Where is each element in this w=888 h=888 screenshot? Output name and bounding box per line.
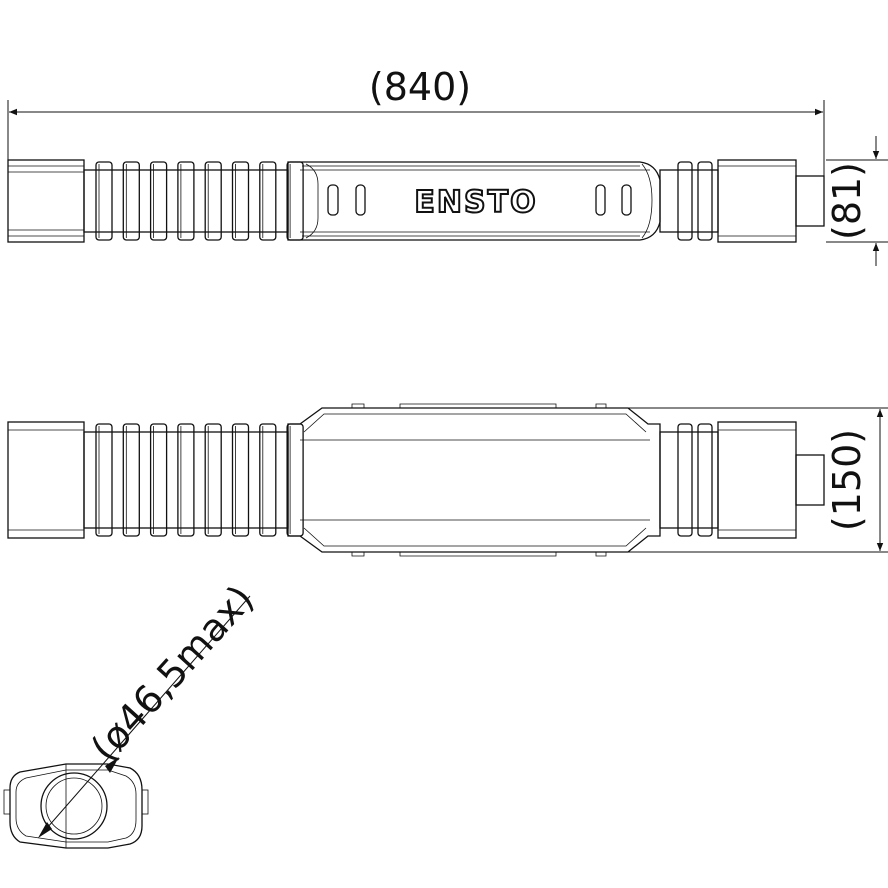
- rib: [286, 161, 304, 241]
- rib: [259, 423, 277, 537]
- width-dimension: (81): [825, 136, 888, 266]
- length-label: (840): [369, 65, 471, 109]
- top-ribs: [95, 161, 304, 241]
- width-label: (81): [825, 162, 869, 240]
- rib: [204, 161, 222, 241]
- rib: [259, 161, 277, 241]
- ensto-logo: ENSTO: [414, 185, 537, 220]
- rib: [177, 161, 195, 241]
- diameter-dimension: (ø46,5max): [38, 577, 262, 838]
- rib: [95, 423, 113, 537]
- rib: [122, 161, 140, 241]
- length-dimension: (840): [7, 65, 825, 176]
- rib: [95, 161, 113, 241]
- rib: [122, 423, 140, 537]
- side-ribs: [95, 423, 304, 537]
- end-view: [3, 763, 149, 849]
- rib: [204, 423, 222, 537]
- side-view: [7, 403, 825, 557]
- cable-opening: [40, 772, 108, 840]
- rib: [149, 423, 168, 537]
- top-view: ENSTO: [7, 159, 825, 243]
- height-label: (150): [825, 429, 869, 531]
- rib: [286, 423, 304, 537]
- height-dimension: (150): [628, 407, 888, 553]
- rib: [231, 423, 250, 537]
- rib: [177, 423, 195, 537]
- rib: [231, 161, 250, 241]
- diameter-label: (ø46,5max): [82, 577, 262, 770]
- rib: [149, 161, 168, 241]
